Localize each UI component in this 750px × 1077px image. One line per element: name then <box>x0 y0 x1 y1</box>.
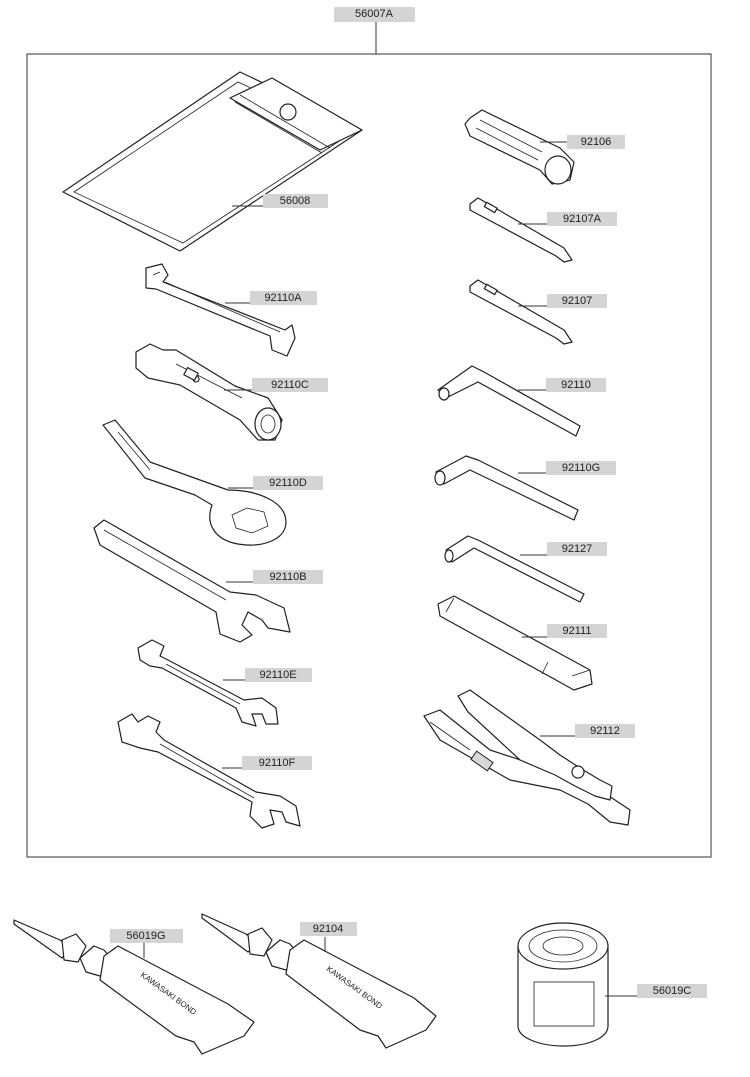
svg-text:92107: 92107 <box>562 295 593 307</box>
label-92106: 92106 <box>540 135 625 149</box>
label-92104: 92104 <box>300 922 357 952</box>
label-92107A: 92107A <box>518 212 617 226</box>
label-92110D: 92110D <box>228 476 323 490</box>
svg-text:92112: 92112 <box>590 725 620 737</box>
svg-text:92110A: 92110A <box>264 292 302 304</box>
svg-text:92110G: 92110G <box>562 462 600 474</box>
pliers-drawing <box>423 689 631 826</box>
double-wrench-e-drawing <box>137 639 279 727</box>
screwdriver-handle-drawing <box>464 109 575 185</box>
screwdriver-bit-drawing <box>469 279 573 345</box>
label-92110G: 92110G <box>518 461 616 475</box>
kit-frame <box>26 53 712 858</box>
label-92107: 92107 <box>518 294 607 308</box>
spanner-a-drawing <box>145 263 296 357</box>
open-wrench-drawing <box>93 519 291 643</box>
svg-text:56008: 56008 <box>280 195 311 207</box>
svg-text:92107A: 92107A <box>563 213 602 225</box>
bond-tube-1-drawing: KAWASAKI BOND <box>13 919 255 1055</box>
extension-bar-drawing <box>437 595 593 691</box>
label-92110B: 92110B <box>226 570 323 584</box>
label-92110: 92110 <box>518 378 606 392</box>
label-56008: 56008 <box>232 194 328 208</box>
tool-bag-drawing <box>62 71 363 252</box>
label-92110E: 92110E <box>223 668 312 682</box>
label-92110F: 92110F <box>222 756 312 770</box>
hex-key-g-drawing <box>434 455 579 521</box>
svg-text:92110C: 92110C <box>271 379 309 391</box>
svg-text:92110D: 92110D <box>269 477 307 489</box>
svg-text:92110B: 92110B <box>269 571 306 583</box>
svg-text:92110F: 92110F <box>259 757 296 769</box>
svg-text:56019G: 56019G <box>126 930 165 942</box>
svg-text:92104: 92104 <box>313 923 344 935</box>
hex-key-small-drawing <box>444 535 585 603</box>
box-wrench-drawing <box>135 343 283 441</box>
svg-text:92110: 92110 <box>561 379 591 391</box>
kit-title: 56007A <box>334 7 415 54</box>
svg-text:56019C: 56019C <box>653 985 692 997</box>
label-92110A: 92110A <box>225 291 317 305</box>
label-92112: 92112 <box>540 724 635 738</box>
label-56019C: 56019C <box>605 984 707 998</box>
hex-key-large-drawing <box>437 365 581 437</box>
screwdriver-bit-a-drawing <box>469 197 573 263</box>
kit-title-label: 56007A <box>355 8 394 20</box>
svg-text:92111: 92111 <box>563 625 592 637</box>
label-56019G: 56019G <box>110 929 183 958</box>
ring-wrench-drawing <box>102 419 287 546</box>
svg-text:92110E: 92110E <box>259 669 296 681</box>
svg-text:92127: 92127 <box>562 543 593 555</box>
double-wrench-f-drawing <box>117 713 301 829</box>
label-92110C: 92110C <box>224 378 328 392</box>
label-92127: 92127 <box>520 542 607 556</box>
svg-text:92106: 92106 <box>581 136 612 148</box>
label-92111: 92111 <box>522 624 607 638</box>
grease-can-drawing <box>517 922 609 1047</box>
